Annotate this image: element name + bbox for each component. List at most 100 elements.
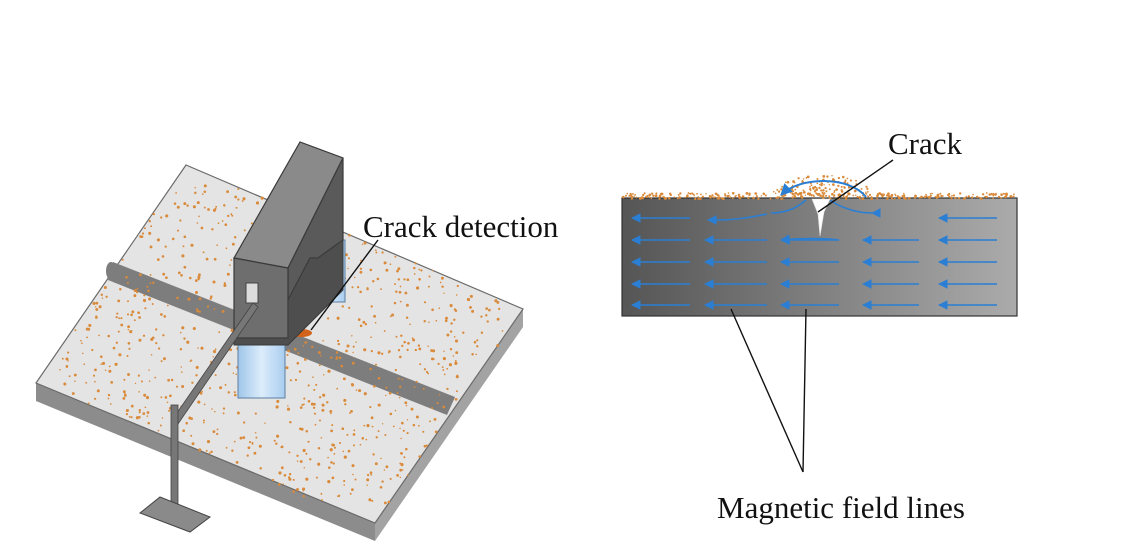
particle: [799, 192, 803, 196]
particle: [91, 348, 94, 352]
particle: [957, 197, 961, 200]
particle: [126, 282, 129, 284]
field-lines-leader-1: [730, 308, 804, 473]
particle: [241, 200, 244, 202]
particle: [181, 254, 185, 258]
particle: [762, 192, 766, 196]
particle: [343, 398, 347, 402]
particle: [209, 387, 211, 390]
particle: [625, 194, 627, 197]
particle: [931, 192, 933, 195]
particle: [63, 382, 67, 386]
particle: [389, 315, 392, 318]
particle: [422, 430, 425, 433]
particle: [145, 396, 150, 400]
particle: [92, 301, 96, 305]
particle: [137, 311, 140, 315]
particle: [138, 391, 140, 393]
particle: [403, 456, 406, 459]
particle: [375, 436, 378, 439]
particle: [694, 197, 697, 200]
particle: [110, 381, 114, 384]
particle: [301, 403, 304, 406]
particle: [757, 197, 760, 200]
particle: [440, 276, 444, 280]
particle: [363, 241, 367, 245]
particle: [822, 175, 826, 178]
particle: [140, 380, 143, 383]
particle: [453, 318, 456, 322]
particle: [739, 196, 742, 198]
particle: [1012, 195, 1015, 198]
particle: [868, 193, 872, 197]
particle: [628, 194, 631, 197]
particle: [445, 316, 448, 320]
particle: [126, 355, 129, 357]
particle: [794, 191, 798, 195]
particle: [229, 348, 233, 352]
particle: [123, 393, 127, 397]
particle: [289, 379, 292, 382]
particle: [434, 430, 438, 434]
particle: [321, 403, 325, 407]
particle: [183, 265, 187, 269]
particle: [366, 473, 370, 477]
particle: [870, 197, 873, 200]
particle: [952, 194, 956, 197]
particle: [224, 383, 227, 386]
particle: [828, 184, 831, 186]
particle: [146, 415, 149, 417]
particle: [176, 296, 179, 300]
particle: [128, 347, 131, 350]
particle: [173, 202, 177, 205]
particle: [383, 330, 386, 332]
particle: [388, 391, 392, 395]
particle: [320, 437, 323, 439]
particle: [162, 334, 165, 337]
particle: [700, 193, 702, 196]
particle: [865, 185, 868, 188]
particle: [250, 222, 253, 225]
particle: [313, 388, 316, 391]
particle: [364, 323, 368, 326]
particle: [151, 336, 155, 340]
stand-base: [139, 496, 212, 533]
particle: [810, 184, 813, 187]
particle: [825, 190, 828, 193]
particle: [148, 380, 151, 382]
particle: [950, 196, 953, 199]
particle: [405, 404, 408, 407]
particle: [826, 175, 829, 178]
particle: [391, 313, 395, 317]
particle: [92, 374, 96, 377]
particle: [842, 175, 845, 179]
particle: [498, 307, 501, 311]
particle: [691, 192, 694, 195]
particle: [180, 366, 183, 368]
particle: [296, 361, 300, 365]
particle: [370, 305, 373, 308]
particle: [198, 297, 202, 301]
particle: [643, 192, 646, 195]
particle: [142, 298, 147, 303]
particle: [214, 348, 217, 351]
particle: [251, 442, 254, 445]
particle: [820, 189, 823, 192]
particle: [437, 362, 440, 366]
particle: [967, 195, 971, 198]
particle: [626, 192, 629, 195]
particle: [214, 207, 217, 210]
particle: [396, 392, 399, 395]
particle: [363, 424, 366, 427]
particle: [785, 181, 787, 184]
particle: [118, 317, 121, 320]
particle: [360, 259, 362, 262]
particle: [413, 386, 416, 388]
particle: [130, 416, 133, 419]
particle: [412, 338, 416, 342]
particle: [454, 360, 457, 362]
particle: [754, 192, 758, 195]
particle: [235, 206, 238, 209]
particle: [359, 443, 362, 446]
particle: [347, 449, 351, 453]
